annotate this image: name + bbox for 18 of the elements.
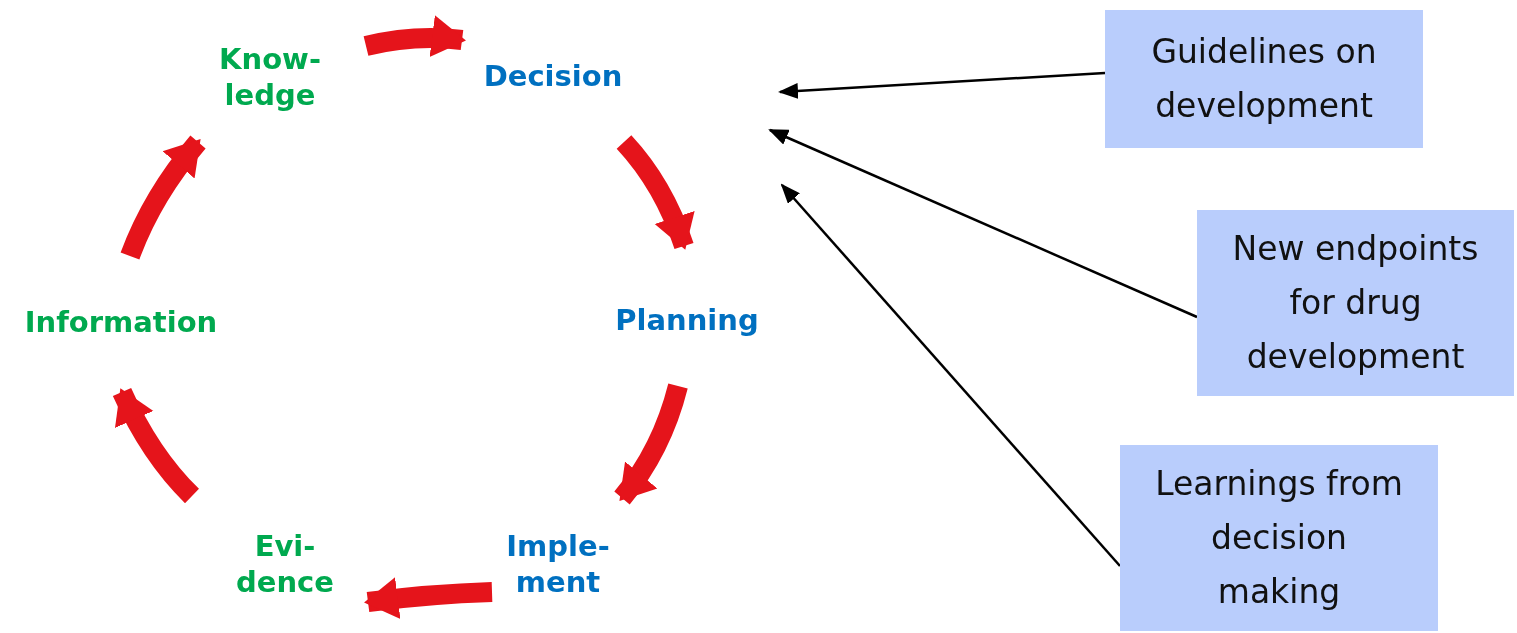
input-box: Guidelines on development [1105, 10, 1423, 148]
arrow [768, 128, 1198, 319]
stage-label: Decision [483, 58, 623, 94]
stage-label: Imple- ment [506, 528, 610, 600]
arrow [778, 71, 1106, 99]
stage-label: Evi- dence [236, 528, 334, 600]
curved-arrow [363, 15, 466, 58]
curved-arrow [616, 135, 695, 250]
arrow [780, 183, 1121, 567]
stage-label: Know- ledge [219, 41, 321, 113]
stage-label: Planning [615, 302, 759, 338]
curved-arrow [364, 577, 493, 620]
curved-arrow [120, 135, 206, 260]
curved-arrow [112, 387, 200, 503]
curved-arrow [614, 383, 688, 505]
input-box: Learnings from decision making [1120, 445, 1438, 631]
stage-label: Information [24, 304, 218, 340]
input-box: New endpoints for drug development [1197, 210, 1514, 396]
